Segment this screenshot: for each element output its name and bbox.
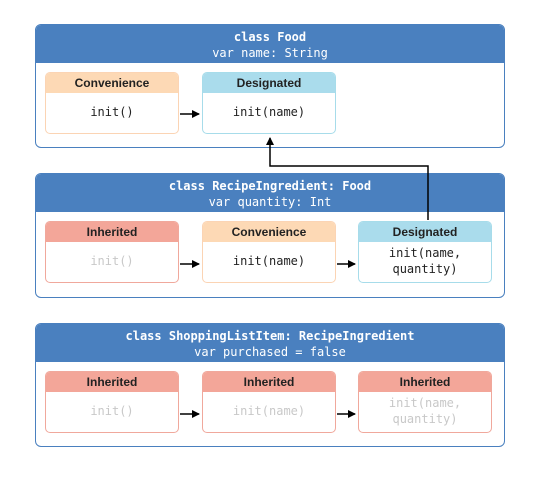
arrow-recipe-desig-to-food-desig: [266, 137, 429, 220]
class-property: var purchased = false: [194, 345, 346, 359]
init-signature: init(): [90, 404, 134, 418]
init-kind-label: Inherited: [203, 372, 335, 392]
class-property: var name: String: [212, 46, 328, 60]
class-recipe-ingredient-header: class RecipeIngredient: Food var quantit…: [36, 174, 504, 212]
init-kind-label: Convenience: [46, 73, 178, 93]
init-signature-line-2: quantity): [392, 262, 458, 276]
class-food-header: class Food var name: String: [36, 25, 504, 63]
class-shopping-list-item-header: class ShoppingListItem: RecipeIngredient…: [36, 324, 504, 362]
init-signature: init(name): [232, 105, 306, 119]
recipe-inherited-init: Inherited init(): [45, 221, 179, 283]
init-signature: init(name): [232, 404, 306, 418]
food-designated-init: Designated init(name): [202, 72, 336, 134]
init-signature: init(): [90, 254, 134, 268]
class-shopping-list-item-box: class ShoppingListItem: RecipeIngredient…: [35, 323, 505, 447]
shopping-inherited-init-1: Inherited init(): [45, 371, 179, 433]
init-signature-line-1: init(name,: [388, 246, 462, 260]
init-signature-line-2: quantity): [392, 412, 458, 426]
init-kind-label: Convenience: [203, 222, 335, 242]
shopping-inherited-init-2: Inherited init(name): [202, 371, 336, 433]
class-name: class Food: [233, 30, 307, 44]
init-kind-label: Designated: [359, 222, 491, 242]
recipe-convenience-init: Convenience init(name): [202, 221, 336, 283]
init-kind-label: Inherited: [46, 372, 178, 392]
recipe-designated-init: Designated init(name, quantity): [358, 221, 492, 283]
init-signature: init(name): [232, 254, 306, 268]
class-recipe-ingredient-box: class RecipeIngredient: Food var quantit…: [35, 173, 505, 298]
init-signature: init(): [90, 105, 134, 119]
init-kind-label: Inherited: [46, 222, 178, 242]
class-property: var quantity: Int: [208, 195, 332, 209]
init-kind-label: Inherited: [359, 372, 491, 392]
class-name: class ShoppingListItem: RecipeIngredient: [125, 329, 415, 343]
init-kind-label: Designated: [203, 73, 335, 93]
class-name: class RecipeIngredient: Food: [168, 179, 372, 193]
shopping-inherited-init-3: Inherited init(name, quantity): [358, 371, 492, 433]
init-signature-line-1: init(name,: [388, 396, 462, 410]
class-food-box: class Food var name: String Convenience …: [35, 24, 505, 148]
food-convenience-init: Convenience init(): [45, 72, 179, 134]
